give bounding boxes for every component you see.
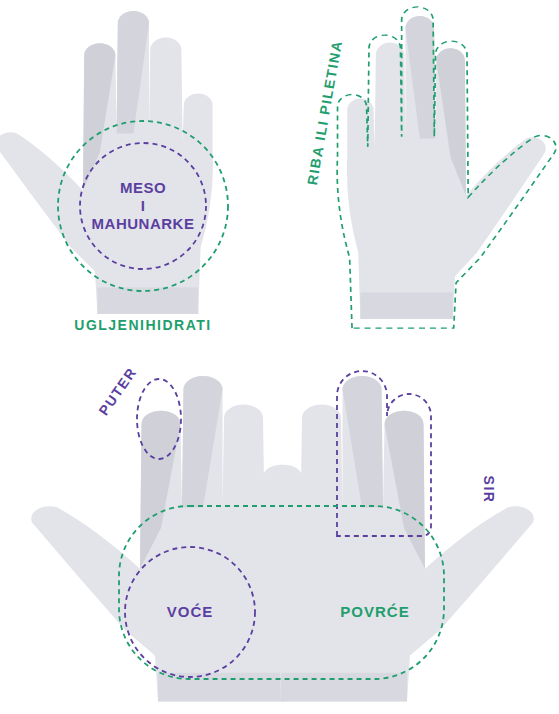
portion-circle: VOĆE — [124, 546, 256, 678]
portion-label: PUTER — [94, 362, 142, 421]
portion-band-stroke — [119, 506, 444, 679]
portion-label: VOĆE — [130, 603, 250, 621]
portion-ellipse-stroke — [137, 379, 181, 459]
portion-ellipse: PUTER — [136, 378, 182, 460]
portion-ellipse-shape — [136, 378, 182, 460]
portion-outline-shape — [335, 366, 435, 538]
hand — [263, 376, 534, 701]
portion-band: POVRĆE VOĆE — [118, 505, 445, 680]
portion-outline: SIR — [335, 366, 435, 538]
portion-circle: UGLJENIHIDRATIMESO I MAHUNARKE — [57, 120, 229, 292]
portion-band-shape — [118, 505, 445, 680]
portion-label: SIR — [480, 470, 497, 510]
portion-label: RIBA ILI PILETINA — [302, 27, 348, 197]
portion-label: UGLJENIHIDRATI — [42, 317, 244, 334]
hand-outline-stroke — [337, 7, 556, 328]
portion-circle-stroke — [125, 547, 255, 677]
hand — [347, 16, 546, 319]
portion-circle: MESO I MAHUNARKE — [79, 142, 207, 270]
hand — [0, 11, 213, 314]
portion-circle-stroke — [58, 121, 228, 291]
portion-label: MESO I MAHUNARKE — [69, 179, 217, 233]
hand-outline: RIBA ILI PILETINA — [300, 0, 559, 340]
portion-outline-stroke — [337, 371, 431, 536]
portion-label: POVRĆE — [315, 603, 435, 621]
hand — [31, 376, 302, 701]
